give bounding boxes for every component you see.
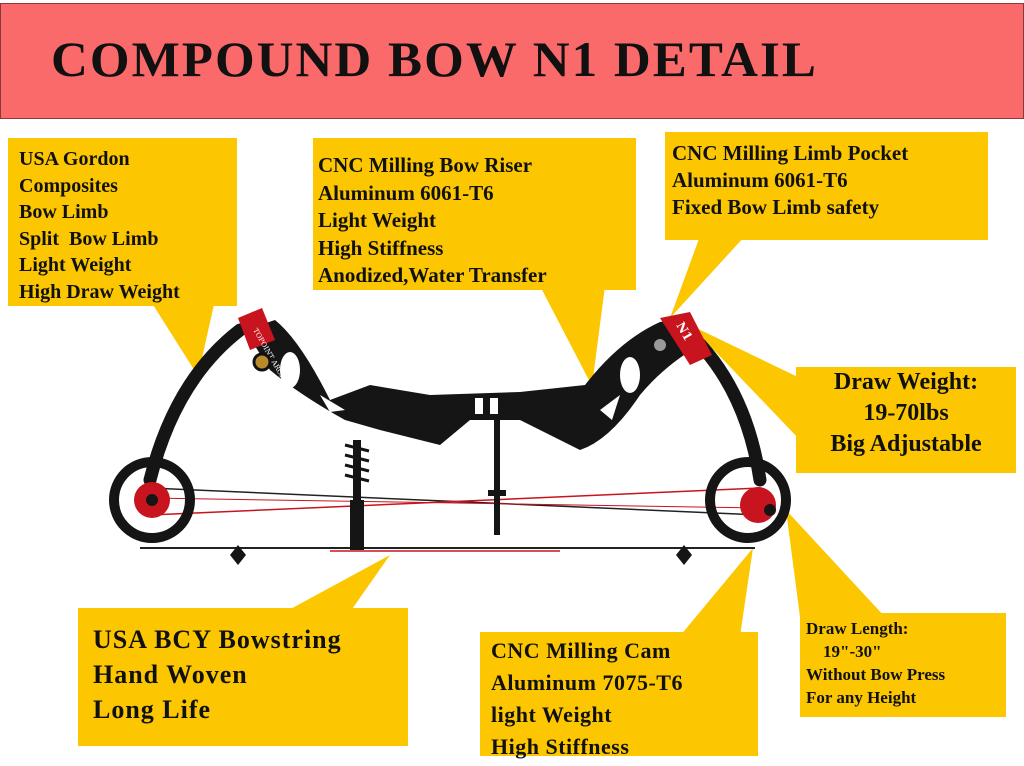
title-banner: COMPOUND BOW N1 DETAIL	[0, 3, 1024, 119]
callout-line: Long Life	[93, 695, 212, 724]
callout-line: Hand Woven	[93, 660, 248, 689]
callout-line: Without Bow Press	[806, 665, 946, 684]
callout-line: For any Height	[806, 688, 917, 707]
callout-line: Bow Limb	[19, 201, 109, 223]
limb-pockets: TOPOINT ARCHERY N1	[238, 308, 712, 395]
callout-draw-length: Draw Length: 19"-30" Without Bow Press F…	[800, 613, 1006, 717]
callout-riser: CNC Milling Bow Riser Aluminum 6061-T6 L…	[313, 138, 636, 290]
callout-line: 19"-30"	[806, 642, 882, 661]
callout-limb-pocket: CNC Milling Limb Pocket Aluminum 6061-T6…	[665, 132, 988, 240]
callout-line: High Draw Weight	[19, 280, 180, 303]
callout-bowstring: USA BCY Bowstring Hand Woven Long Life	[78, 608, 408, 746]
callout-line: Anodized,Water Transfer	[318, 263, 547, 287]
callout-limb: USA Gordon Composites Bow Limb Split Bow…	[8, 138, 237, 306]
cam-right	[705, 457, 791, 543]
callout-line: High Stiffness	[318, 235, 444, 260]
bow-riser	[245, 318, 700, 450]
page-title: COMPOUND BOW N1 DETAIL	[51, 31, 818, 87]
callout-line: Light Weight	[19, 254, 132, 276]
callout-cam: CNC Milling Cam Aluminum 7075-T6 light W…	[480, 632, 758, 759]
callout-line: CNC Milling Cam	[491, 638, 671, 663]
cam-left	[109, 457, 195, 543]
callout-line: Split Bow Limb	[19, 227, 159, 250]
pointer-cam	[680, 548, 753, 636]
callout-line: light Weight	[491, 702, 613, 727]
riser-cutouts	[280, 352, 640, 420]
callout-pointers	[150, 236, 885, 636]
pointer-draw-length	[786, 510, 885, 617]
pointer-limb	[150, 300, 215, 376]
stabilizers	[230, 420, 692, 565]
pointer-draw-weight	[690, 325, 800, 440]
callout-line: 19-70lbs	[863, 400, 949, 426]
pointer-bowstring	[285, 555, 390, 612]
callout-line: Draw Length:	[806, 619, 909, 638]
callout-line: USA Gordon	[19, 148, 130, 170]
callout-line: CNC Milling Limb Pocket	[672, 141, 909, 165]
bow-strings	[140, 487, 761, 552]
callout-line: Composites	[19, 174, 118, 197]
callout-line: Big Adjustable	[830, 431, 982, 457]
pointer-riser	[540, 286, 605, 386]
callout-line: USA BCY Bowstring	[93, 625, 342, 654]
callout-line: Aluminum 7075-T6	[491, 670, 683, 695]
callout-draw-weight: Draw Weight: 19-70lbs Big Adjustable	[796, 367, 1016, 473]
callout-line: Light Weight	[318, 208, 437, 232]
callout-line: Aluminum 6061-T6	[318, 180, 494, 205]
callout-line: Fixed Bow Limb safety	[672, 195, 880, 219]
callout-line: Draw Weight:	[833, 369, 979, 395]
callout-line: CNC Milling Bow Riser	[318, 153, 533, 177]
callout-line: High Stiffness	[491, 734, 630, 759]
pointer-limb-pocket	[670, 236, 745, 318]
callout-line: Aluminum 6061-T6	[672, 168, 848, 192]
